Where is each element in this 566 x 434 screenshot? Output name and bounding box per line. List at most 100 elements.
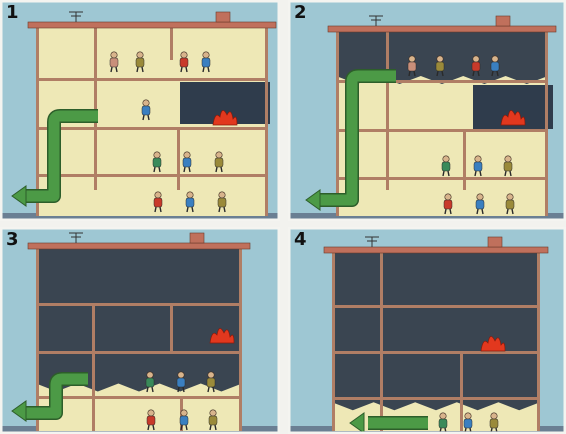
chimney-icon [496, 16, 510, 26]
person-body [490, 419, 498, 428]
chimney-icon [216, 12, 230, 22]
wall-left [336, 32, 339, 216]
person-head [491, 413, 497, 419]
person-leg [219, 207, 220, 212]
person-leg [473, 71, 474, 76]
person-leg [192, 207, 193, 212]
person-leg [147, 387, 148, 392]
floor-slab [336, 129, 548, 132]
person-head [154, 152, 160, 158]
person-head [148, 410, 154, 416]
air-flow-arrow-icon [350, 413, 428, 433]
smoke-icon [36, 249, 242, 392]
person-body [153, 158, 161, 167]
person-body [444, 200, 452, 209]
person-leg [189, 167, 190, 172]
column [380, 253, 383, 431]
person-head [143, 100, 149, 106]
person-leg [178, 387, 179, 392]
panel-number: 4 [294, 229, 307, 250]
person-head [203, 52, 209, 58]
person-leg [492, 71, 493, 76]
person-leg [512, 209, 513, 214]
person-body [491, 62, 499, 71]
person-head [210, 410, 216, 416]
person-leg [475, 171, 476, 176]
person-head [137, 52, 143, 58]
person-leg [203, 67, 204, 72]
floor-slab [36, 127, 268, 130]
person-body [136, 58, 144, 67]
person-leg [215, 425, 216, 430]
person-body [146, 378, 154, 387]
person-body [177, 378, 185, 387]
person-leg [216, 167, 217, 172]
column [170, 303, 173, 351]
panel-number: 1 [6, 2, 19, 23]
person-body [110, 58, 118, 67]
person-leg [142, 67, 143, 72]
person-head [187, 192, 193, 198]
person-leg [183, 387, 184, 392]
person-leg [442, 71, 443, 76]
person-leg [181, 425, 182, 430]
person-head [492, 56, 498, 62]
column [460, 351, 463, 431]
roof [28, 22, 276, 28]
person-leg [505, 171, 506, 176]
person-head [181, 410, 187, 416]
floor-slab [36, 351, 242, 354]
person-body [472, 62, 480, 71]
person-leg [116, 67, 117, 72]
person-leg [510, 171, 511, 176]
person-head [445, 194, 451, 200]
person-head [208, 372, 214, 378]
person-leg [477, 209, 478, 214]
person-head [155, 192, 161, 198]
chimney-icon [190, 233, 204, 243]
floor-slab [36, 303, 242, 306]
wall-left [36, 249, 39, 431]
wall-right [545, 32, 548, 216]
wall-right [265, 28, 268, 216]
chimney-icon [488, 237, 502, 247]
person-head [473, 56, 479, 62]
person-body [180, 58, 188, 67]
person-leg [448, 171, 449, 176]
roof [328, 26, 556, 32]
person-head [409, 56, 415, 62]
person-body [154, 198, 162, 207]
person-body [180, 416, 188, 425]
panel-illustration [288, 227, 566, 434]
column [386, 32, 389, 190]
person-leg [159, 167, 160, 172]
person-leg [187, 207, 188, 212]
person-body [408, 62, 416, 71]
person-body [464, 419, 472, 428]
person-leg [186, 425, 187, 430]
person-leg [160, 207, 161, 212]
column [177, 127, 180, 190]
person-leg [409, 71, 410, 76]
person-head [184, 152, 190, 158]
person-leg [224, 207, 225, 212]
person-body [476, 200, 484, 209]
panel-4: 4 [288, 227, 566, 434]
person-leg [480, 171, 481, 176]
person-head [443, 156, 449, 162]
person-leg [148, 425, 149, 430]
person-head [475, 156, 481, 162]
person-leg [111, 67, 112, 72]
person-leg [437, 71, 438, 76]
person-head [181, 52, 187, 58]
person-leg [443, 171, 444, 176]
roof [28, 243, 250, 249]
person-head [178, 372, 184, 378]
person-leg [148, 115, 149, 120]
person-leg [186, 67, 187, 72]
person-leg [414, 71, 415, 76]
panel-1: 1 [0, 0, 280, 221]
person-head [505, 156, 511, 162]
person-head [216, 152, 222, 158]
floor-slab [332, 305, 540, 308]
